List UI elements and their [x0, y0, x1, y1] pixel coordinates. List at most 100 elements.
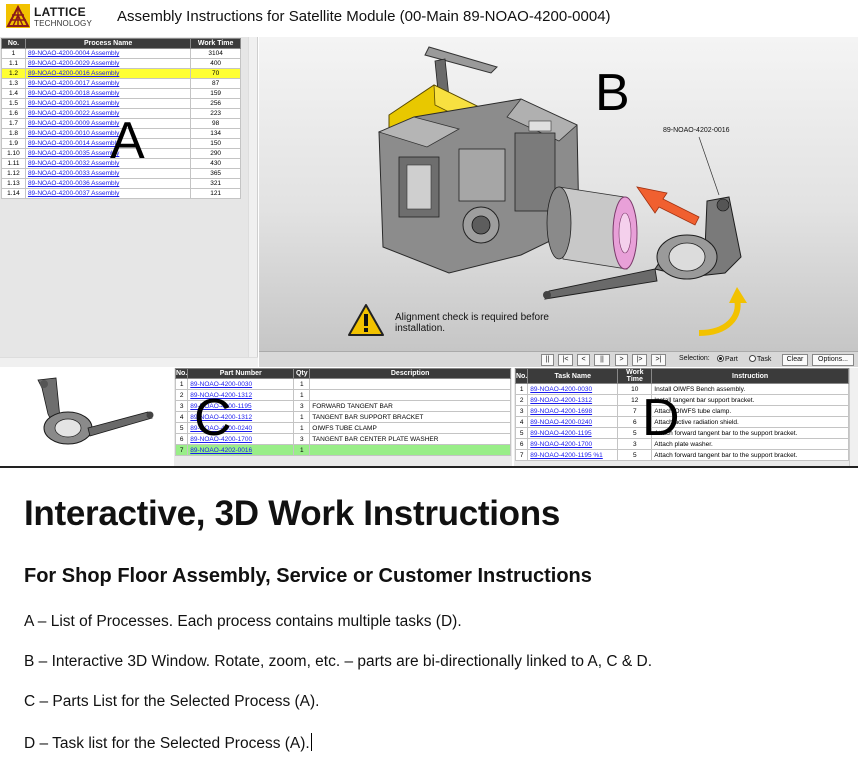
- process-name[interactable]: 89-NOAO-4200-0017 Assembly: [24, 78, 192, 89]
- first-step-button[interactable]: |<: [558, 354, 573, 366]
- task-list-vertical-scrollbar[interactable]: [849, 368, 858, 466]
- part-number[interactable]: 89-NOAO-4202-0016: [187, 444, 295, 456]
- task-name-link[interactable]: 89-NOAO-4200-1195: [530, 429, 592, 437]
- process-name[interactable]: 89-NOAO-4200-0029 Assembly: [24, 58, 192, 69]
- task-name-link[interactable]: 89-NOAO-4200-1698: [530, 407, 593, 415]
- play-button[interactable]: |>: [632, 354, 647, 366]
- next-step-button[interactable]: >: [615, 354, 628, 366]
- 3d-viewport[interactable]: 89-NOAO-4202-0016 B Alignment check is r…: [259, 37, 858, 351]
- process-name[interactable]: 89-NOAO-4200-0022 Assembly: [24, 108, 192, 119]
- process-name-link[interactable]: 89-NOAO-4200-0037 Assembly: [27, 190, 120, 197]
- process-name[interactable]: 89-NOAO-4200-0021 Assembly: [24, 98, 192, 109]
- model-top-arm[interactable]: [424, 46, 498, 74]
- process-name-link[interactable]: 89-NOAO-4200-0009 Assembly: [27, 120, 120, 127]
- process-name-link[interactable]: 89-NOAO-4200-0033 Assembly: [27, 170, 120, 177]
- process-list-horizontal-scrollbar[interactable]: [0, 357, 258, 367]
- task-name[interactable]: 89-NOAO-4200-1195 %1: [527, 449, 619, 461]
- col-header-qty[interactable]: Qty: [293, 368, 311, 379]
- model-tangent-bar-clamp[interactable]: [543, 196, 742, 300]
- task-name[interactable]: 89-NOAO-4200-0030: [527, 383, 619, 395]
- process-name[interactable]: 89-NOAO-4200-0032 Assembly: [24, 158, 192, 169]
- part-number-link[interactable]: 89-NOAO-4200-1700: [190, 435, 253, 443]
- previous-step-button[interactable]: <: [577, 354, 590, 366]
- col-header-work-time[interactable]: Work Time: [617, 368, 653, 384]
- process-name[interactable]: 89-NOAO-4200-0014 Assembly: [24, 138, 192, 149]
- radio-task-icon[interactable]: [749, 355, 756, 362]
- task-name[interactable]: 89-NOAO-4200-1700: [527, 438, 619, 450]
- stop-button[interactable]: ||: [594, 354, 610, 366]
- col-header-process-name[interactable]: Process Name: [24, 38, 192, 49]
- task-name[interactable]: 89-NOAO-4200-0240: [527, 416, 619, 428]
- task-name-link[interactable]: 89-NOAO-4200-1195 %1: [530, 451, 603, 459]
- process-name[interactable]: 89-NOAO-4200-0033 Assembly: [24, 168, 192, 179]
- process-name-link[interactable]: 89-NOAO-4200-0022 Assembly: [27, 110, 120, 117]
- process-name-link[interactable]: 89-NOAO-4200-0016 Assembly: [27, 70, 120, 77]
- radio-part-icon[interactable]: [717, 355, 724, 362]
- col-header-no[interactable]: No.: [1, 38, 26, 49]
- process-name[interactable]: 89-NOAO-4200-0036 Assembly: [24, 178, 192, 189]
- process-name[interactable]: 89-NOAO-4200-0035 Assembly: [24, 148, 192, 159]
- part-number[interactable]: 89-NOAO-4200-0030: [187, 378, 295, 390]
- last-step-button[interactable]: >|: [651, 354, 666, 366]
- part-number-link[interactable]: 89-NOAO-4200-0240: [190, 424, 253, 432]
- part-number-link[interactable]: 89-NOAO-4202-0016: [190, 446, 253, 454]
- task-name-link[interactable]: 89-NOAO-4200-0030: [530, 385, 593, 393]
- process-name-link[interactable]: 89-NOAO-4200-0021 Assembly: [27, 100, 120, 107]
- process-name[interactable]: 89-NOAO-4200-0009 Assembly: [24, 118, 192, 129]
- process-name-link[interactable]: 89-NOAO-4200-0004 Assembly: [27, 50, 120, 57]
- process-name-link[interactable]: 89-NOAO-4200-0029 Assembly: [27, 60, 120, 67]
- part-number-link[interactable]: 89-NOAO-4200-1195: [190, 402, 252, 410]
- process-name-link[interactable]: 89-NOAO-4200-0018 Assembly: [27, 90, 120, 97]
- process-list-vertical-scrollbar[interactable]: [248, 37, 257, 357]
- part-number-link[interactable]: 89-NOAO-4200-0030: [190, 380, 253, 388]
- process-name-link[interactable]: 89-NOAO-4200-0010 Assembly: [27, 130, 120, 137]
- process-name[interactable]: 89-NOAO-4200-0004 Assembly: [24, 48, 192, 59]
- pause-button[interactable]: ||: [541, 354, 554, 366]
- col-header-part-number[interactable]: Part Number: [187, 368, 295, 379]
- col-header-no[interactable]: No.: [174, 368, 189, 379]
- clear-button[interactable]: Clear: [782, 354, 808, 366]
- task-name[interactable]: 89-NOAO-4200-1195: [527, 427, 619, 439]
- process-name[interactable]: 89-NOAO-4200-0018 Assembly: [24, 88, 192, 99]
- process-name-link[interactable]: 89-NOAO-4200-0032 Assembly: [27, 160, 120, 167]
- selection-part-radio[interactable]: Part: [717, 355, 738, 363]
- col-header-description[interactable]: Description: [309, 368, 511, 379]
- part-number-link[interactable]: 89-NOAO-4200-1312: [190, 413, 253, 421]
- process-name-link[interactable]: 89-NOAO-4200-0036 Assembly: [27, 180, 120, 187]
- 3d-model-render[interactable]: [259, 37, 858, 351]
- selection-task-radio[interactable]: Task: [749, 355, 771, 363]
- model-pink-tube[interactable]: [546, 186, 638, 270]
- col-header-no[interactable]: No.: [514, 368, 529, 384]
- part-number-link[interactable]: 89-NOAO-4200-1312: [190, 391, 253, 399]
- task-name-link[interactable]: 89-NOAO-4200-0240: [530, 418, 593, 426]
- col-header-task-name[interactable]: Task Name: [527, 368, 619, 384]
- task-name[interactable]: 89-NOAO-4200-1312: [527, 394, 619, 406]
- task-name-link[interactable]: 89-NOAO-4200-1312: [530, 396, 593, 404]
- process-name[interactable]: 89-NOAO-4200-0016 Assembly: [24, 68, 192, 79]
- process-name-link[interactable]: 89-NOAO-4200-0035 Assembly: [27, 150, 120, 157]
- process-name[interactable]: 89-NOAO-4200-0037 Assembly: [24, 188, 192, 199]
- col-header-work-time[interactable]: Work Time: [190, 38, 241, 49]
- process-name-link[interactable]: 89-NOAO-4200-0017 Assembly: [27, 80, 120, 87]
- task-name-link[interactable]: 89-NOAO-4200-1700: [530, 440, 593, 448]
- options-button[interactable]: Options...: [812, 354, 854, 366]
